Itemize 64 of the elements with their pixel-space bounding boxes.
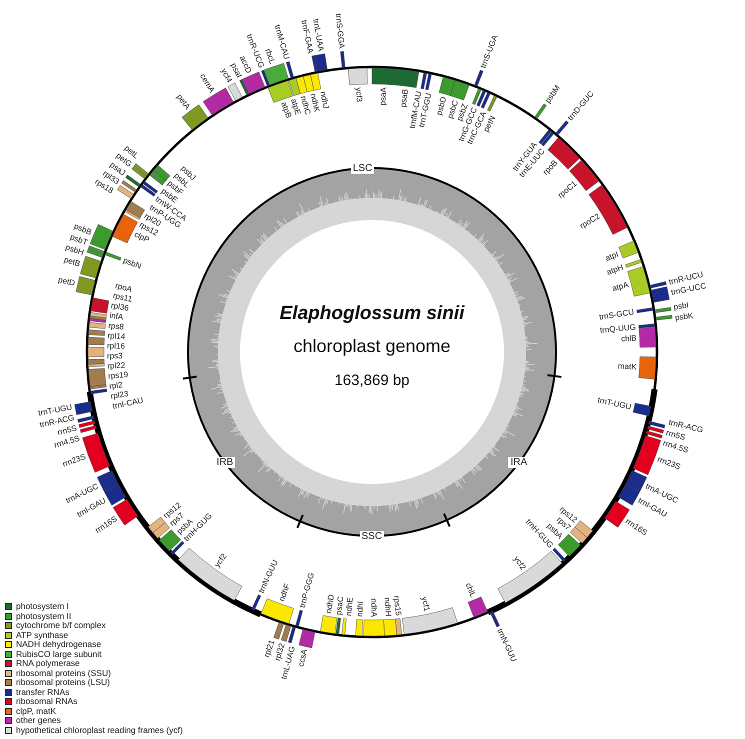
legend-label: NADH dehydrogenase	[16, 640, 102, 649]
gene-label: ndhE	[344, 596, 355, 616]
gene-label: atpA	[611, 280, 630, 294]
gene-label: ndhH	[382, 597, 393, 617]
legend-label: ribosomal proteins (SSU)	[16, 668, 111, 678]
legend-label: ribosomal proteins (LSU)	[16, 678, 110, 687]
gene-label: psbK	[674, 311, 694, 322]
gene-label: rpl2	[108, 380, 124, 391]
gene-label: ycf1	[420, 596, 432, 612]
gene-label: rrn23S	[61, 452, 87, 469]
gene-label: rpl21	[262, 638, 276, 658]
gene-label: rbcL	[263, 47, 277, 66]
gene-label: psbN	[122, 256, 143, 271]
gene-label: atpH	[606, 262, 624, 277]
gene-label: chlB	[620, 334, 637, 344]
region-label: LSC	[350, 162, 374, 174]
region-label: IRB	[214, 457, 236, 468]
gene-label: chlL	[464, 582, 478, 599]
gene-label: psaB	[398, 88, 410, 108]
legend-label: photosystem I	[16, 602, 69, 611]
gene-label: ndhA	[369, 598, 378, 618]
legend-label: clpP, matK	[16, 706, 56, 716]
gene-label: rps3	[106, 351, 123, 360]
gene-label: psbB	[72, 222, 93, 237]
gene-label: rps19	[108, 370, 128, 381]
gene-label: rps8	[108, 321, 124, 332]
gene-label: matK	[618, 361, 637, 372]
gene-label: petD	[57, 275, 76, 288]
legend-label: hypothetical chloroplast reading frames (ycf)	[16, 726, 183, 734]
gene-label: ndhF	[277, 582, 292, 603]
gene-label: psaA	[378, 87, 388, 106]
legend-label: RNA polymerase	[16, 659, 80, 668]
gene-label: rpl22	[107, 360, 126, 371]
gene-label: ndhJ	[318, 90, 331, 110]
genome-size: 163,869 bp	[333, 372, 411, 388]
gene-label: ndhD	[324, 594, 336, 614]
legend-label: transfer RNAs	[16, 688, 70, 696]
legend-label: photosystem II	[16, 612, 72, 620]
gene-label: ccsA	[296, 648, 310, 668]
gene-label: psaC	[334, 596, 346, 616]
gene-label: psbI	[673, 300, 690, 312]
gene-label: atpI	[604, 250, 620, 263]
gene-label: rpl16	[106, 341, 125, 351]
gene-label: rrn4.5S	[52, 434, 81, 450]
gene-label: trnT-UGU	[596, 396, 632, 412]
legend-label: ATP synthase	[16, 630, 68, 640]
gene-label: psbD	[434, 96, 448, 116]
gene-label: trnQ-UUG	[600, 322, 636, 335]
legend-label: other genes	[16, 716, 61, 725]
gene-label: trnS-GCU	[598, 307, 635, 322]
gene-label: rpl14	[107, 331, 126, 342]
legend-label: cytochrome b/f complex	[16, 621, 106, 630]
gene-label: rrn23S	[656, 454, 682, 472]
gene-label: ycf3	[354, 87, 364, 102]
gene-label: rps15	[392, 595, 403, 616]
gene-label: trnS-GGA	[334, 13, 346, 49]
gene-label: infA	[108, 310, 124, 322]
species-name: Elaphoglossum sinii	[278, 302, 466, 324]
gene-label: petB	[62, 255, 82, 268]
region-label: IRA	[508, 457, 530, 468]
genome-description: chloroplast genome	[292, 336, 452, 357]
legend-label: ribosomal RNAs	[16, 697, 78, 706]
gene-label: ndhI	[355, 600, 365, 617]
legend-label: RubisCO large subunit	[16, 650, 102, 658]
